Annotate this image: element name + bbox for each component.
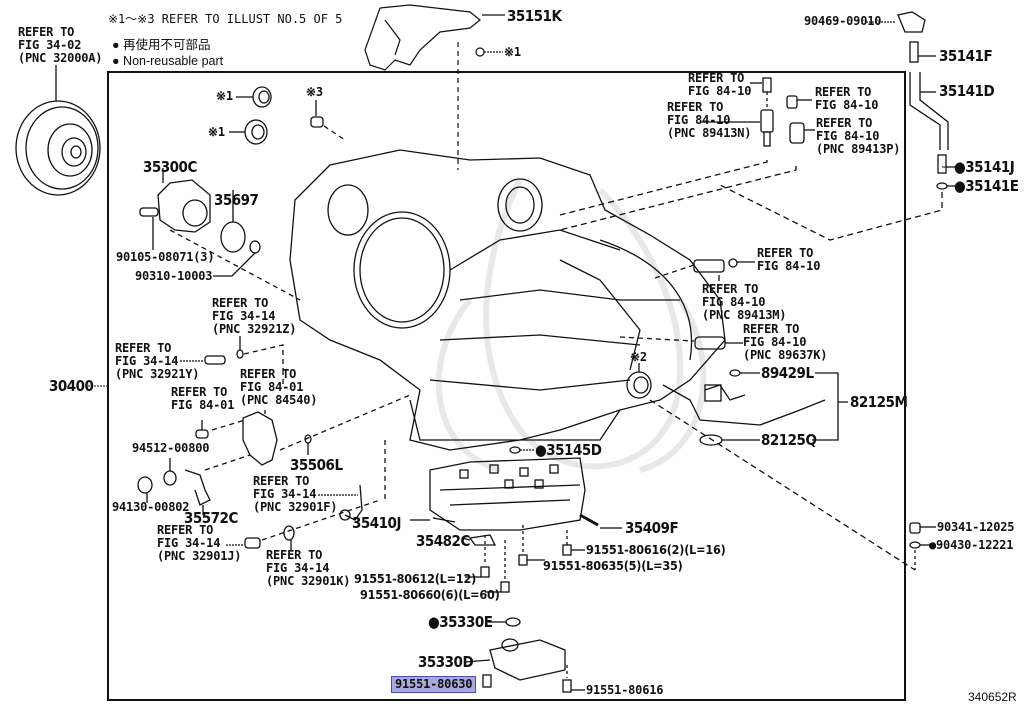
part-35151k[interactable]: 35151K [507, 7, 562, 25]
ref-fig-84-01[interactable]: REFER TO FIG 84-01 [171, 385, 235, 412]
part-35330d[interactable]: 35330D [418, 653, 474, 671]
ref-fig-34-02[interactable]: REFER TO FIG 34-02 (PNC 32000A) [18, 25, 103, 65]
part-35145d[interactable]: ●35145D [535, 441, 602, 459]
illustration-reference-note: ※1～※3 REFER TO ILLUST NO.5 OF 5 [108, 12, 343, 26]
note-star1-b: ※1 [208, 125, 225, 139]
note-star1-a: ※1 [216, 89, 233, 103]
ref-pnc-89413n[interactable]: REFER TO FIG 84-10 (PNC 89413N) [667, 100, 752, 140]
part-91551-80635[interactable]: 91551-80635(5)(L=35) [543, 558, 683, 573]
part-91551-80616-2[interactable]: 91551-80616(2)(L=16) [586, 542, 726, 557]
ref-pnc-89413m[interactable]: REFER TO FIG 84-10 (PNC 89413M) [702, 282, 787, 322]
part-35330e[interactable]: ●35330E [428, 613, 493, 631]
part-35410j[interactable]: 35410J [352, 514, 401, 532]
part-90310-10003[interactable]: 90310-10003 [135, 269, 213, 283]
part-35141f[interactable]: 35141F [939, 47, 993, 65]
part-90341-12025[interactable]: 90341-12025 [937, 520, 1015, 534]
part-35141e[interactable]: ●35141E [954, 177, 1019, 195]
ref-fig-84-10-c[interactable]: REFER TO FIG 84-10 [757, 246, 821, 273]
speed-sensors-drawing [559, 77, 815, 231]
ref-pnc-32921y[interactable]: REFER TO FIG 34-14 (PNC 32921Y) [115, 341, 200, 381]
part-35697[interactable]: 35697 [214, 191, 259, 209]
ref-pnc-89637k[interactable]: REFER TO FIG 84-10 (PNC 89637K) [743, 322, 828, 362]
part-35300c[interactable]: 35300C [143, 158, 197, 176]
ref-pnc-32901k[interactable]: REFER TO FIG 34-14 (PNC 32901K) [266, 548, 351, 588]
part-89429l[interactable]: 89429L [761, 364, 814, 382]
legend-jp-text: 再使用不可部品 [123, 38, 211, 52]
legend-en-text: Non-reusable part [123, 54, 224, 68]
part-82125m[interactable]: 82125M [850, 393, 908, 411]
torque-converter-drawing [15, 65, 101, 196]
ref-pnc-84540[interactable]: REFER TO FIG 84-01 (PNC 84540) [240, 367, 318, 407]
drain-plug-drawing [909, 522, 936, 570]
part-35141d[interactable]: 35141D [939, 82, 995, 100]
valve-body-drawing [410, 446, 622, 593]
ref-pnc-32921z[interactable]: REFER TO FIG 34-14 (PNC 32921Z) [212, 296, 297, 336]
oil-pump-drawing [139, 168, 301, 301]
bracket-35151k-drawing [364, 4, 505, 170]
watermark-logo [435, 178, 707, 473]
illustration-id: 340652R [968, 690, 1017, 704]
ref-pnc-32901f[interactable]: REFER TO FIG 34-14 (PNC 32901F) [253, 474, 338, 514]
part-91551-80616[interactable]: 91551-80616 [586, 683, 664, 697]
breather-tube-drawing [719, 11, 956, 241]
part-94512-00800[interactable]: 94512-00800 [132, 441, 210, 455]
part-90105-08071[interactable]: 90105-08071(3) [116, 250, 215, 264]
part-35482c[interactable]: 35482C [416, 532, 470, 550]
legend-non-reusable-en: ● Non-reusable part [112, 54, 223, 68]
note-star2: ※2 [630, 350, 647, 364]
ref-pnc-32901j[interactable]: REFER TO FIG 34-14 (PNC 32901J) [157, 523, 242, 563]
harness-drawing [619, 258, 916, 571]
part-35141j[interactable]: ●35141J [954, 158, 1015, 176]
legend-non-reusable-jp: ● 再使用不可部品 [112, 38, 211, 52]
legend-marker: ● [112, 38, 120, 52]
part-35409f[interactable]: 35409F [625, 519, 679, 537]
transaxle-case-drawing [289, 149, 726, 451]
ref-fig-84-10-a[interactable]: REFER TO FIG 84-10 [688, 71, 752, 98]
seals-drawing [229, 86, 652, 399]
legend-marker: ● [112, 54, 120, 68]
part-94130-00802[interactable]: 94130-00802 [112, 500, 190, 514]
part-35572c[interactable]: 35572C [184, 509, 238, 527]
ref-pnc-89413p[interactable]: REFER TO FIG 84-10 (PNC 89413P) [816, 116, 901, 156]
shift-parts-drawing [137, 336, 411, 550]
part-90469-09010[interactable]: 90469-09010 [804, 14, 882, 28]
part-30400[interactable]: 30400 [49, 377, 94, 395]
oil-strainer-drawing [464, 617, 585, 693]
note-star1-top: ※1 [504, 45, 521, 59]
part-91551-80612[interactable]: 91551-80612(L=12) [354, 571, 477, 586]
part-91551-80630-highlighted[interactable]: 91551-80630 [390, 676, 477, 693]
part-90430-12221[interactable]: ●90430-12221 [929, 538, 1014, 552]
note-star3: ※3 [306, 85, 323, 99]
ref-fig-84-10-b[interactable]: REFER TO FIG 84-10 [815, 85, 879, 112]
part-91551-80660[interactable]: 91551-80660(6)(L=60) [360, 587, 500, 602]
part-82125q[interactable]: 82125Q [761, 431, 817, 449]
part-35506l[interactable]: 35506L [290, 456, 343, 474]
